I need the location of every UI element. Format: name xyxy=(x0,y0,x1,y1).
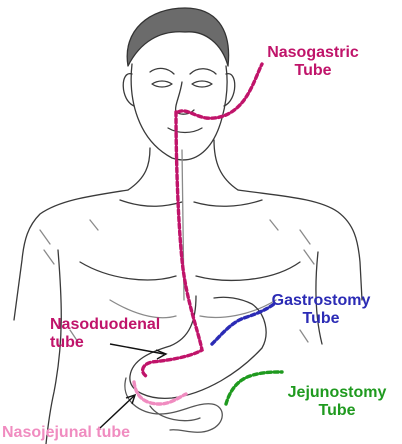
shading xyxy=(39,219,315,343)
jejunostomy-tube xyxy=(224,370,284,406)
left-brow xyxy=(149,67,175,75)
nasogastric-tube xyxy=(176,62,264,120)
nasogastric-label-line2: Tube xyxy=(294,62,332,79)
gastrostomy-tube xyxy=(210,302,276,346)
intestines xyxy=(124,377,223,433)
nose xyxy=(174,81,195,115)
nasoduodenal-arrow xyxy=(109,343,165,355)
right-eye xyxy=(191,80,213,88)
nasoduodenal-label-line1: Nasoduodenal xyxy=(50,316,161,333)
nasoduodenal-label-line2: tube xyxy=(50,334,84,351)
nasogastric-label: Nasogastric Tube xyxy=(252,44,374,80)
neck-left xyxy=(127,147,151,191)
torso-left xyxy=(45,249,62,444)
clavicles xyxy=(119,199,263,207)
jejunostomy-label: Jejunostomy Tube xyxy=(276,384,398,420)
nasojejunal-arrowhead xyxy=(125,393,137,405)
jejunostomy-label-line2: Tube xyxy=(318,402,356,419)
gastrostomy-label-line2: Tube xyxy=(302,310,340,327)
jejunostomy-label-line1: Jejunostomy xyxy=(287,384,387,401)
right-brow xyxy=(189,68,217,75)
hair xyxy=(126,7,230,67)
nasojejunal-arrow xyxy=(99,395,135,429)
left-eye xyxy=(151,80,173,88)
nasogastric-label-line1: Nasogastric xyxy=(267,44,359,61)
right-ear xyxy=(223,73,236,107)
face-outline xyxy=(130,63,228,161)
chest xyxy=(79,261,301,282)
neck-right xyxy=(213,139,239,191)
torso-right xyxy=(315,251,323,345)
left-shoulder xyxy=(13,189,129,321)
nasoduodenal-tube xyxy=(140,110,204,378)
gastrostomy-label: Gastrostomy Tube xyxy=(256,292,386,328)
right-shoulder xyxy=(237,189,363,301)
nasojejunal-tube xyxy=(132,380,188,406)
nasoduodenal-label: Nasoduodenal tube xyxy=(50,316,160,352)
gastrostomy-label-line1: Gastrostomy xyxy=(271,292,371,309)
nasojejunal-label: Nasojejunal tube xyxy=(2,424,131,441)
ribs xyxy=(109,299,277,319)
stomach-outline xyxy=(129,295,267,399)
nasoduodenal-arrowhead xyxy=(155,349,168,360)
mouth xyxy=(167,127,203,134)
left-ear xyxy=(122,73,135,107)
